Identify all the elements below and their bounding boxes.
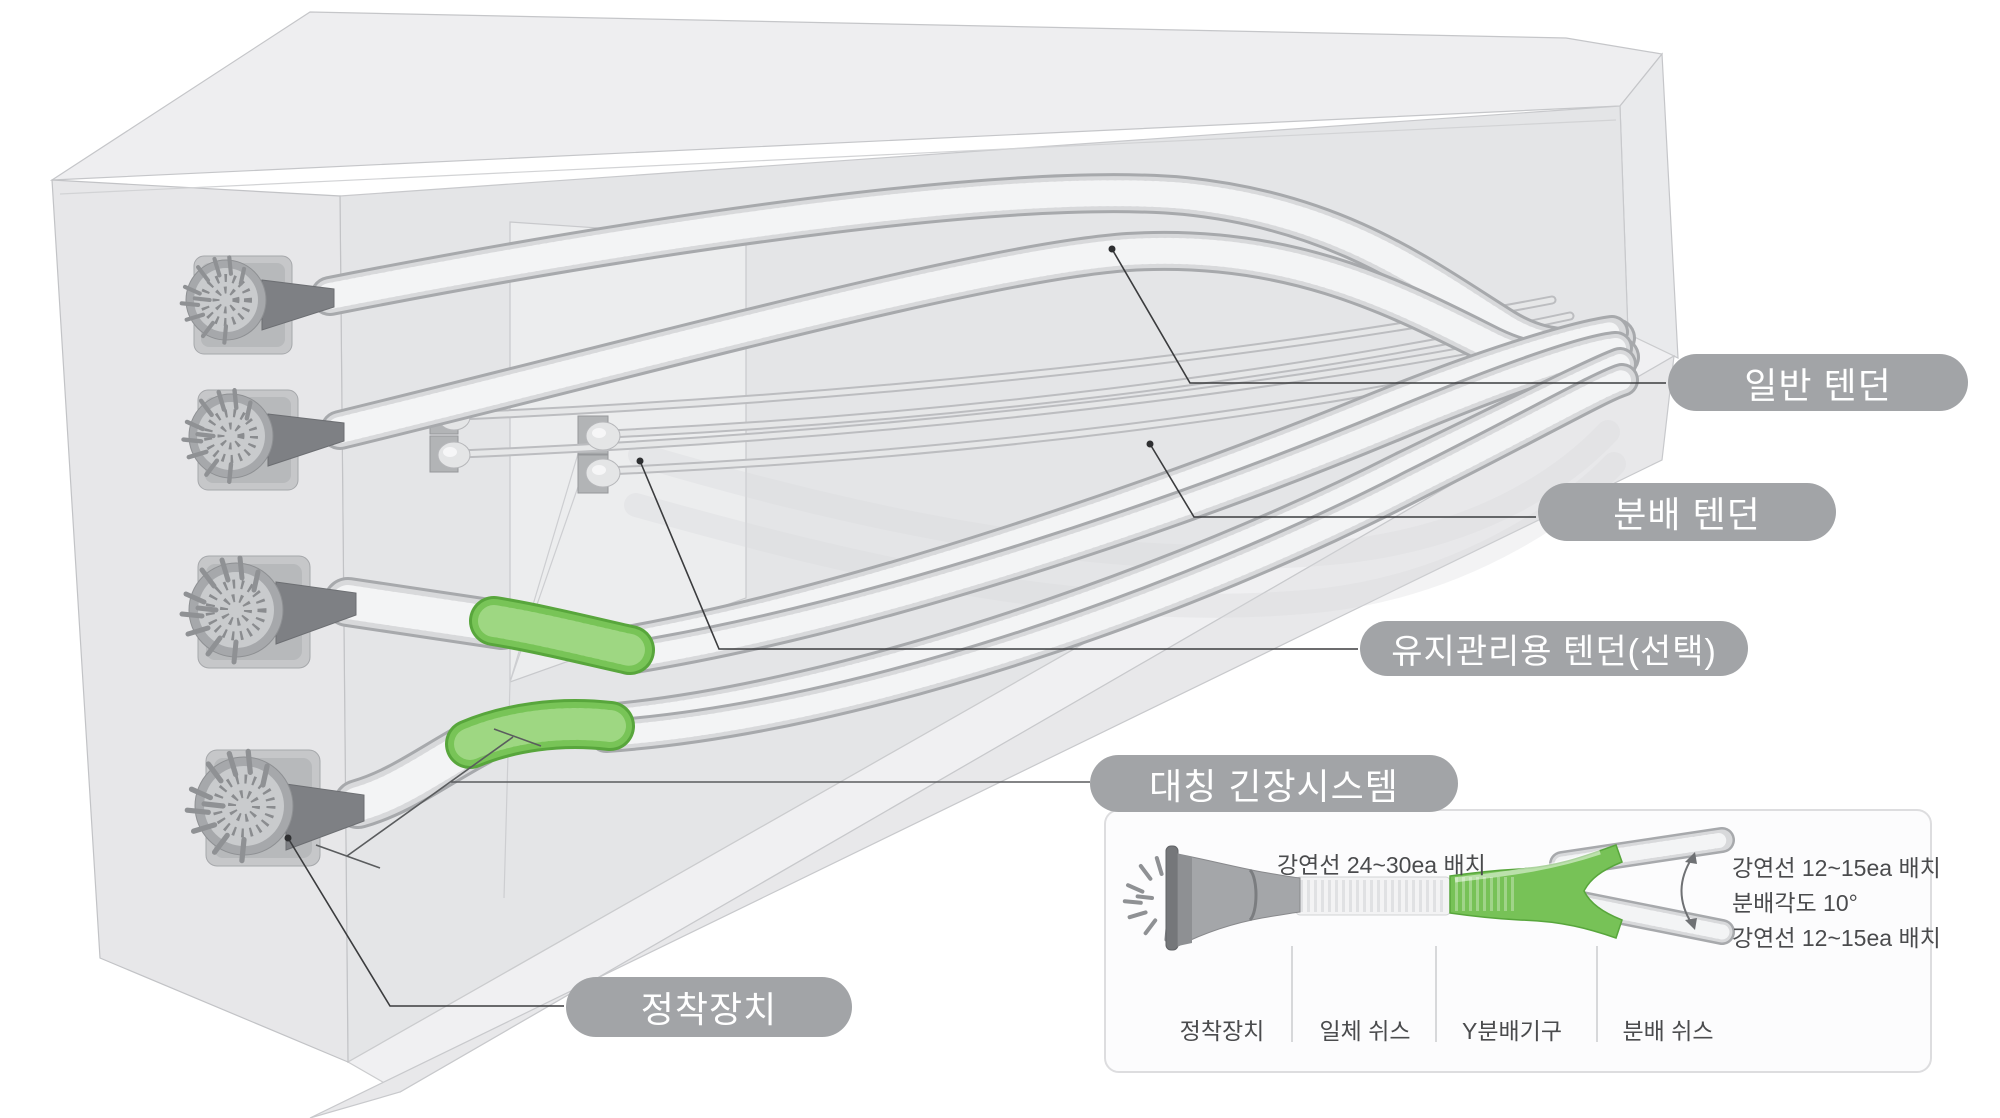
leader-lines xyxy=(284,245,1666,1007)
anchorage-1 xyxy=(182,256,335,355)
callout-anchorage-device: 정착장치 xyxy=(566,977,852,1037)
dimension-bracket xyxy=(315,728,1090,869)
inset-y-distributor xyxy=(1449,844,1623,939)
callout-symmetric-tensioning-system: 대칭 긴장시스템 xyxy=(1090,755,1458,812)
y-distributor-green-4 xyxy=(470,724,610,744)
inset-panel xyxy=(1104,809,1932,1073)
callout-distribution-tendon: 분배 텐던 xyxy=(1538,483,1836,541)
inset-part-integrated-sheath: 일체 쉬스 xyxy=(1319,1018,1411,1044)
anchorage-3 xyxy=(182,555,357,669)
girder-top-face xyxy=(49,11,1664,181)
angle-arrow-icon xyxy=(1680,852,1697,930)
inset-part-distribution-sheath: 분배 쉬스 xyxy=(1622,1018,1714,1044)
inset-part-y-distributor: Y분배기구 xyxy=(1462,1018,1562,1044)
inset-part-dividers xyxy=(1291,946,1598,1042)
y-distributor-green-3 xyxy=(494,621,630,650)
callout-maintenance-tendon: 유지관리용 텐던(선택) xyxy=(1360,621,1748,676)
girder-top-chamfer-line xyxy=(59,119,1617,195)
girder-end-face xyxy=(1619,52,1679,359)
inset-sheath xyxy=(1295,876,1451,916)
inset-annotation-strand-upper: 강연선 12~15ea 배치 xyxy=(1732,855,1941,881)
inset-annotation-distribution-angle: 분배각도 10° xyxy=(1732,890,1858,916)
anchorage-2 xyxy=(183,390,345,491)
inset-annotation-strand-main: 강연선 24~30ea 배치 xyxy=(1277,852,1486,878)
inset-anchor-head xyxy=(1125,845,1301,951)
callout-general-tendon: 일반 텐던 xyxy=(1668,354,1968,411)
inset-part-anchorage: 정착장치 xyxy=(1179,1018,1265,1044)
inset-annotation-strand-lower: 강연선 12~15ea 배치 xyxy=(1732,925,1941,951)
anchorage-4 xyxy=(187,750,365,867)
